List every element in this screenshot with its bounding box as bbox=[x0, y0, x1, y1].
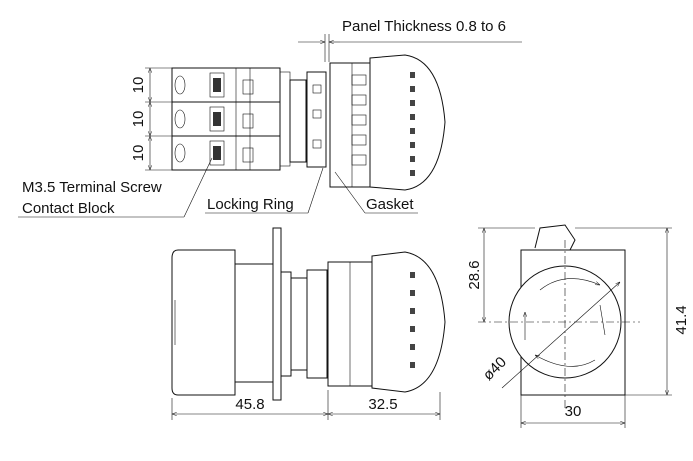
dim-rear-depth: 45.8 bbox=[235, 396, 264, 413]
button-body bbox=[329, 54, 446, 191]
contact-blocks bbox=[171, 67, 291, 171]
dim-total-height: 41.4 bbox=[673, 305, 690, 334]
terminal-screw-label: M3.5 Terminal Screw bbox=[22, 179, 162, 196]
dim-pitch-1: 10 bbox=[130, 77, 147, 94]
dim-top-to-center: 28.6 bbox=[466, 260, 483, 289]
side-view: 45.8 32.5 bbox=[171, 227, 446, 420]
locking-ring-part bbox=[289, 71, 327, 168]
top-view: 10 10 10 Panel Thickness 0.8 to 6 M3.5 T… bbox=[18, 18, 522, 218]
locking-ring-label: Locking Ring bbox=[207, 196, 294, 213]
front-view: 28.6 41.4 30 ø40 bbox=[466, 224, 690, 428]
dim-diameter: ø40 bbox=[480, 354, 510, 384]
contact-block-label: Contact Block bbox=[22, 200, 115, 217]
dim-front-depth: 32.5 bbox=[368, 396, 397, 413]
gasket-label: Gasket bbox=[366, 196, 414, 213]
dim-pitch-3: 10 bbox=[130, 145, 147, 162]
panel-thickness-label: Panel Thickness 0.8 to 6 bbox=[342, 18, 506, 35]
dim-width: 30 bbox=[565, 403, 582, 420]
dim-pitch-2: 10 bbox=[130, 111, 147, 128]
